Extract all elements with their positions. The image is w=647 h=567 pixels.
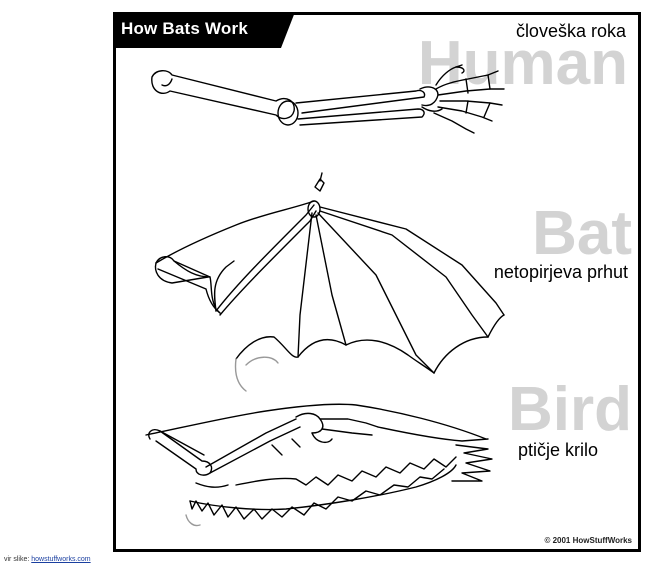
copyright-notice: © 2001 HowStuffWorks <box>544 536 632 545</box>
human-arm-illustration <box>152 65 504 133</box>
source-prefix: vir slike: <box>4 556 31 563</box>
bird-wing-illustration <box>146 404 492 525</box>
image-source: vir slike: howstuffworks.com <box>4 556 91 563</box>
label-human-arm: človeška roka <box>516 21 626 42</box>
diagram-frame: How Bats Work Human Bat Bird <box>113 12 641 552</box>
label-bird-wing: ptičje krilo <box>518 440 598 461</box>
label-bat-wing: netopirjeva prhut <box>494 262 628 283</box>
source-link[interactable]: howstuffworks.com <box>31 556 90 563</box>
bat-wing-illustration <box>156 173 504 391</box>
